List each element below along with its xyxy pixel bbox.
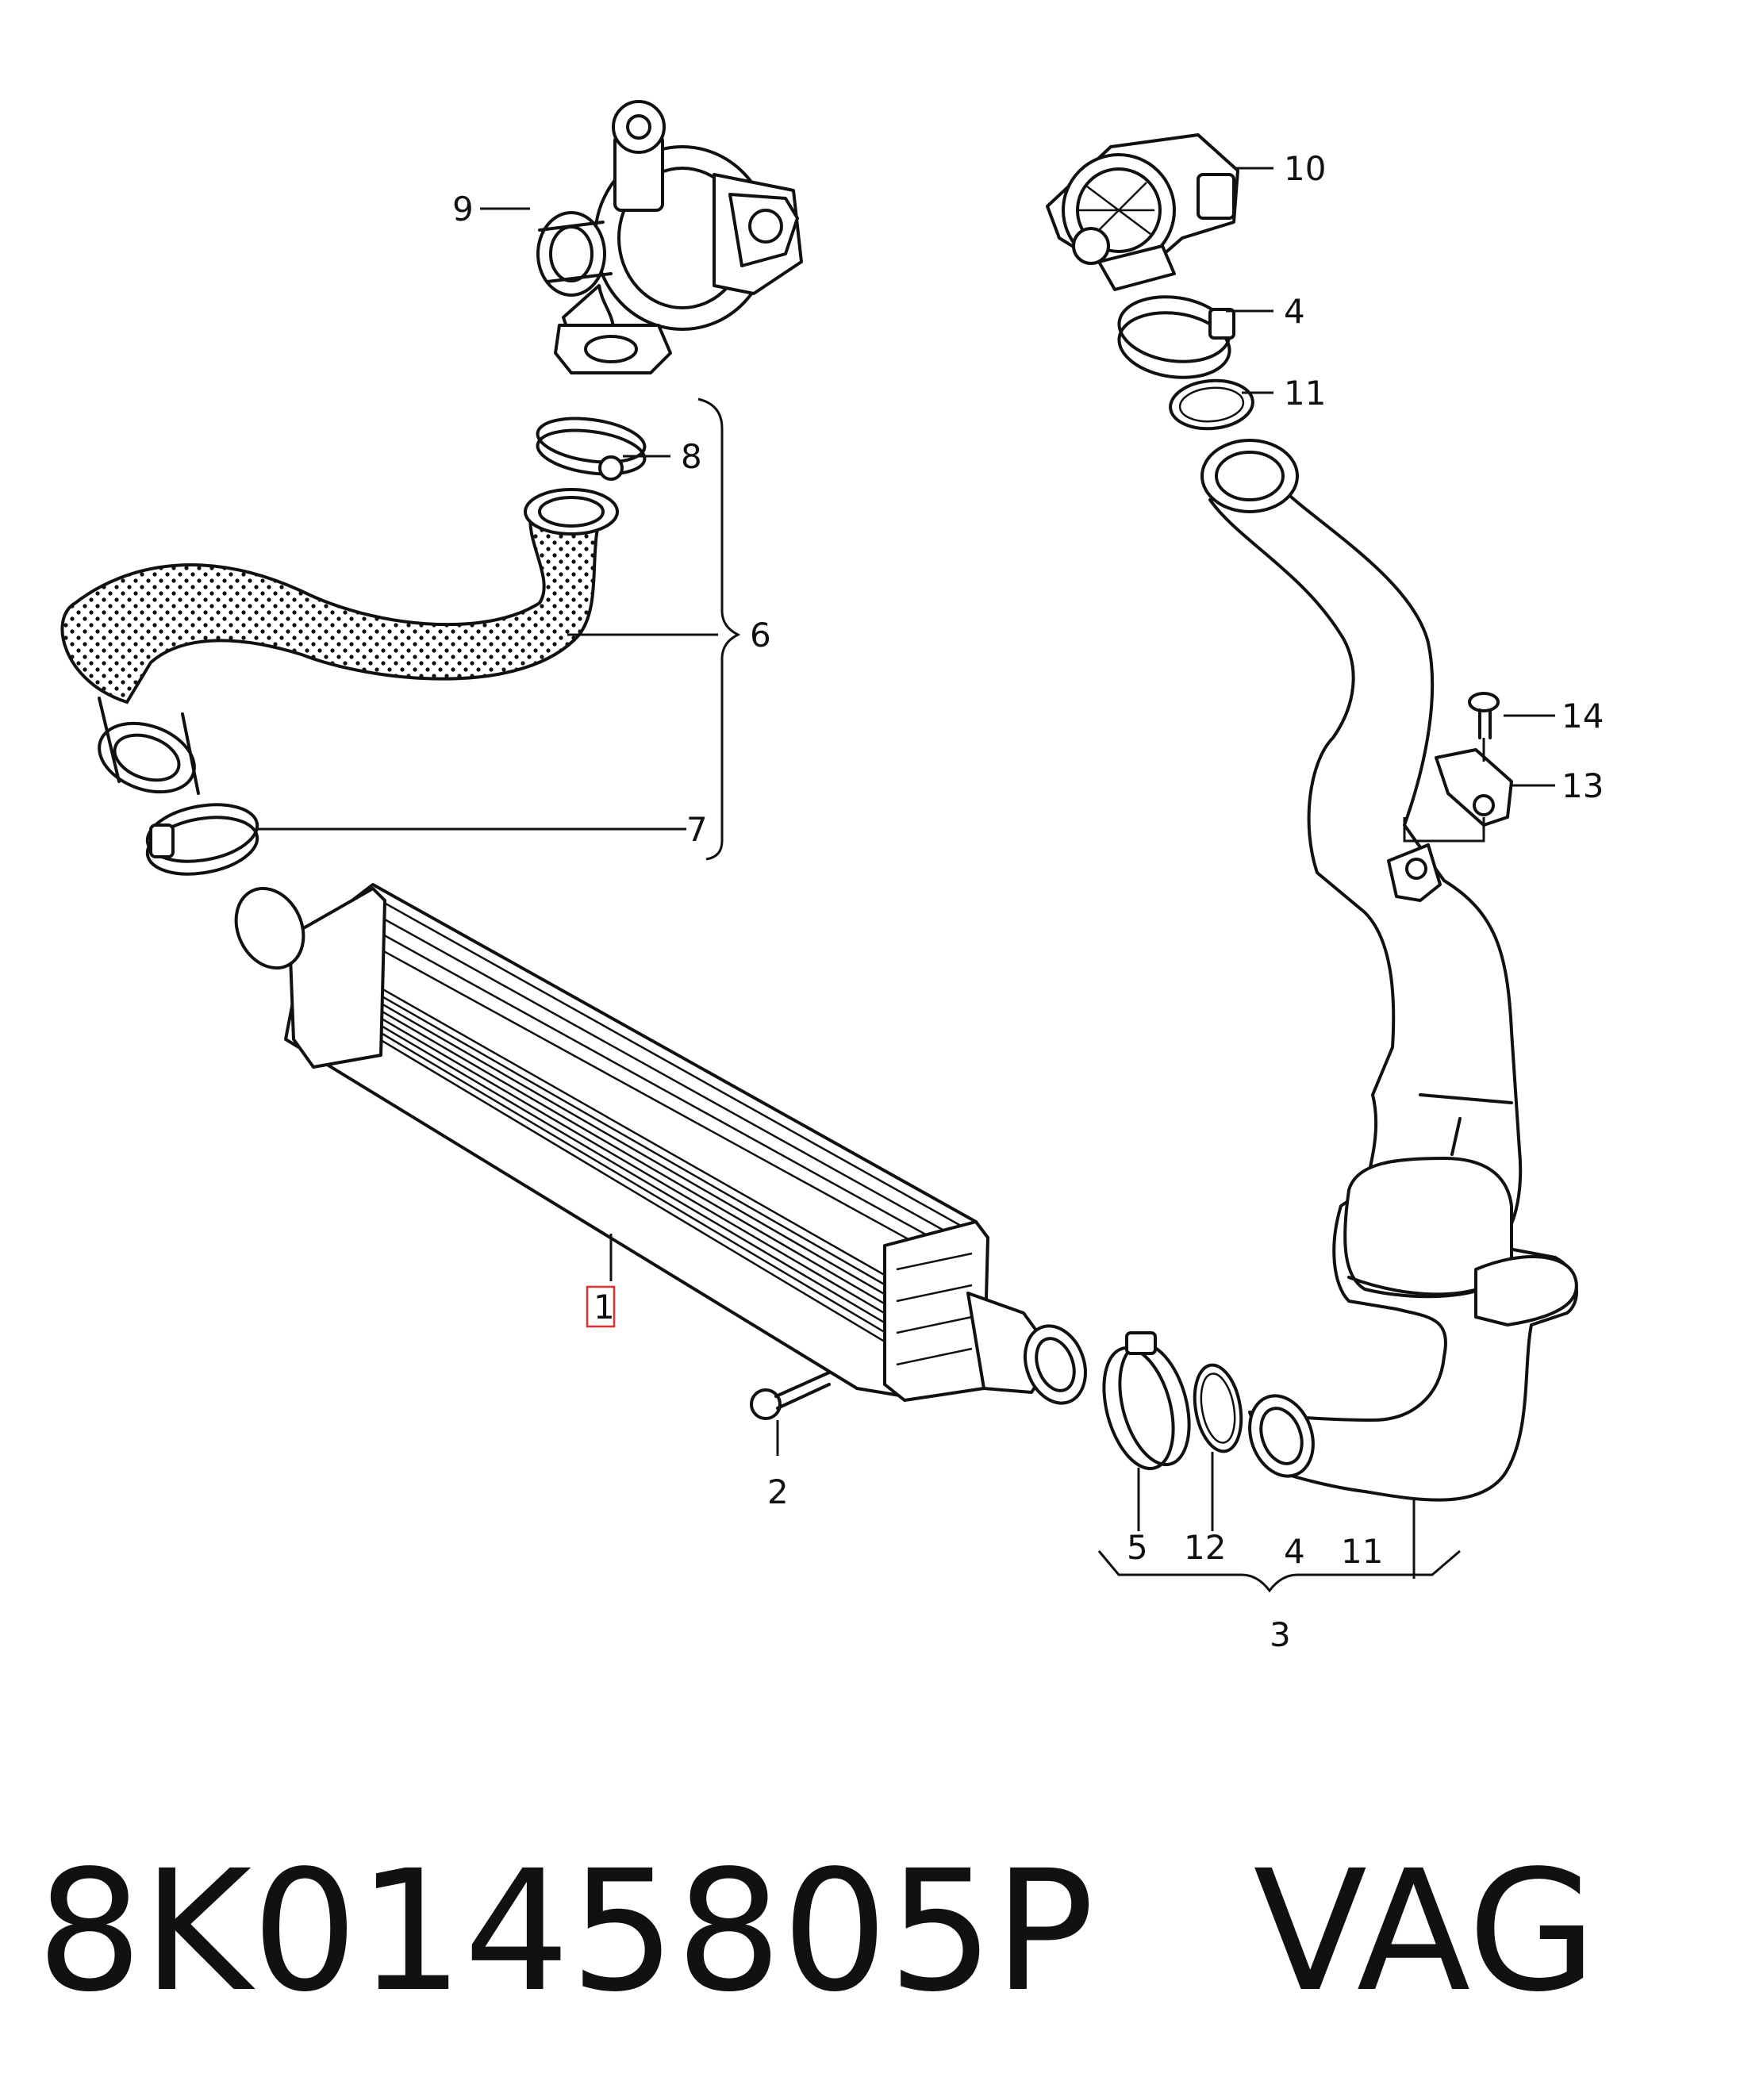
o-ring-12 — [1193, 1363, 1243, 1453]
hose-6 — [60, 488, 619, 795]
bolt-14 — [1468, 692, 1500, 739]
callout-4-top: 4 — [1284, 292, 1305, 331]
clamp-5 — [1102, 1331, 1191, 1471]
brand-name: VAG — [1253, 1834, 1597, 2029]
callout-labels: 9 10 4 11 8 6 7 14 13 1 2 5 12 4 11 3 — [452, 149, 1604, 1654]
clamp-7 — [145, 803, 259, 876]
clamp-4-top — [1117, 295, 1235, 379]
clamp-8 — [536, 417, 647, 481]
pressure-sensor — [1435, 748, 1513, 827]
callout-7: 7 — [686, 810, 708, 849]
callout-4-bottom: 4 — [1284, 1532, 1305, 1571]
callout-13: 13 — [1562, 766, 1604, 805]
callout-6: 6 — [750, 616, 771, 655]
intercooler — [234, 883, 1087, 1405]
callout-1-highlight — [586, 1285, 616, 1328]
callout-11-bottom: 11 — [1341, 1532, 1383, 1571]
throttle-body — [1046, 133, 1239, 291]
part-number: 8K0145805P — [36, 1834, 1095, 2029]
callout-11-top: 11 — [1284, 374, 1326, 413]
callout-8: 8 — [681, 437, 702, 476]
callout-9: 9 — [452, 190, 474, 228]
screw-2 — [750, 1371, 831, 1420]
turbocharger — [536, 100, 803, 374]
leader-lines — [258, 167, 1555, 1593]
callout-1: 1 — [593, 1288, 615, 1326]
charge-pipe-assembly — [1200, 439, 1578, 1502]
o-ring-11-top — [1169, 378, 1254, 431]
callout-14: 14 — [1562, 697, 1604, 735]
callout-10: 10 — [1284, 149, 1326, 188]
callout-12: 12 — [1184, 1528, 1226, 1567]
callout-5: 5 — [1127, 1528, 1148, 1567]
callout-2: 2 — [767, 1472, 789, 1511]
part-caption: 8K0145805P VAG — [36, 1849, 1596, 2015]
callout-3: 3 — [1270, 1615, 1291, 1654]
